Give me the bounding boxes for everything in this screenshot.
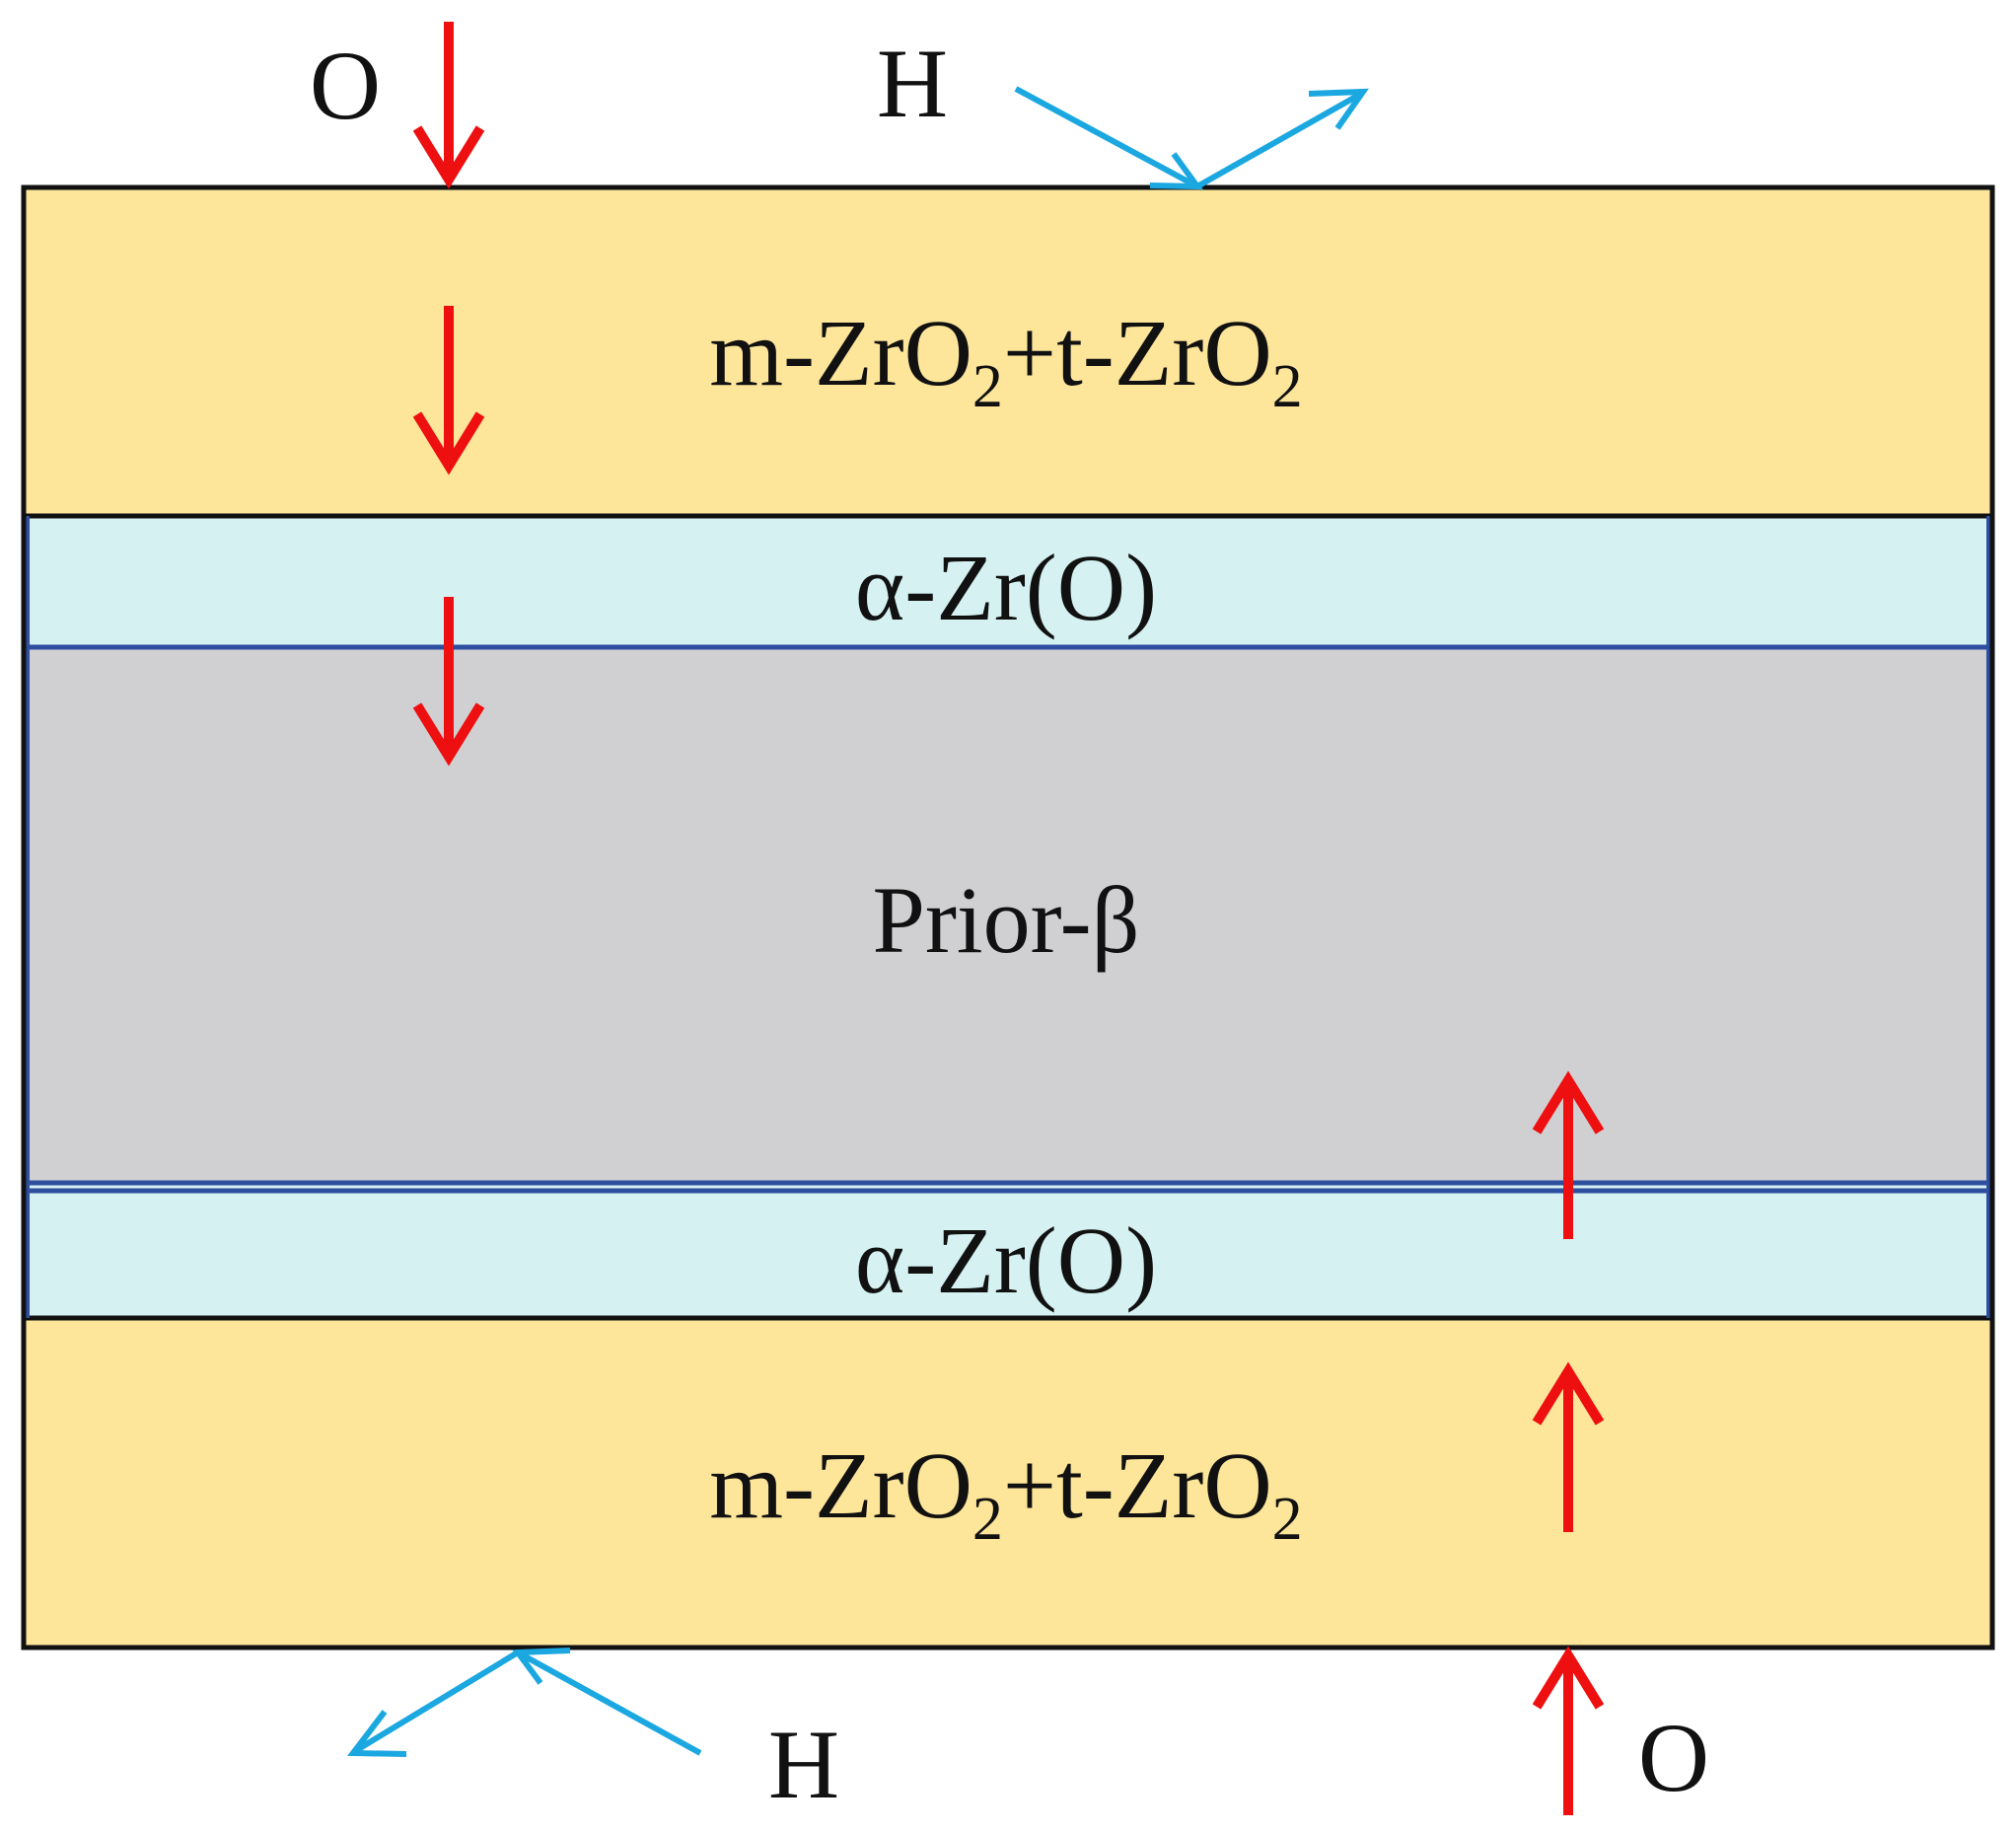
red-arrow-icon	[1532, 1646, 1605, 1815]
bottom-alpha-zr-layer	[24, 1185, 1992, 1318]
top-oxide-layer	[24, 187, 1992, 516]
top-oxygen-label: O	[310, 31, 381, 140]
bottom-oxygen-label: O	[1638, 1703, 1709, 1812]
top-hydrogen-label: H	[877, 29, 948, 138]
red-arrow-icon	[412, 306, 485, 476]
top-alpha-zr-label: α-Zr(O)	[855, 535, 1157, 640]
red-arrow-icon	[412, 22, 485, 189]
top-hydrogen-reflection-arrow	[1014, 86, 1369, 190]
bottom-oxygen-inflow-arrows	[1532, 1070, 1605, 1815]
top-oxide-label: m-ZrO2+t-ZrO2	[709, 300, 1302, 420]
prior-beta-layer	[24, 645, 1992, 1185]
bottom-oxide-layer	[24, 1318, 1992, 1648]
bottom-hydrogen-label: H	[768, 1710, 839, 1819]
specimen-outline	[21, 184, 1995, 1650]
red-arrow-icon	[412, 597, 485, 767]
bottom-oxide-label: m-ZrO2+t-ZrO2	[709, 1432, 1302, 1553]
blue-reflected-arrow-icon	[1014, 86, 1369, 190]
blue-reflected-arrow-icon	[347, 1648, 702, 1757]
top-oxygen-inflow-arrows	[412, 22, 485, 767]
bottom-alpha-zr-label: α-Zr(O)	[855, 1208, 1157, 1313]
prior-beta-label: Prior-β	[873, 867, 1140, 973]
top-alpha-zr-layer	[24, 516, 1992, 645]
bottom-hydrogen-reflection-arrow	[347, 1648, 702, 1757]
red-arrow-icon	[1532, 1361, 1605, 1532]
red-arrow-icon	[1532, 1070, 1605, 1239]
